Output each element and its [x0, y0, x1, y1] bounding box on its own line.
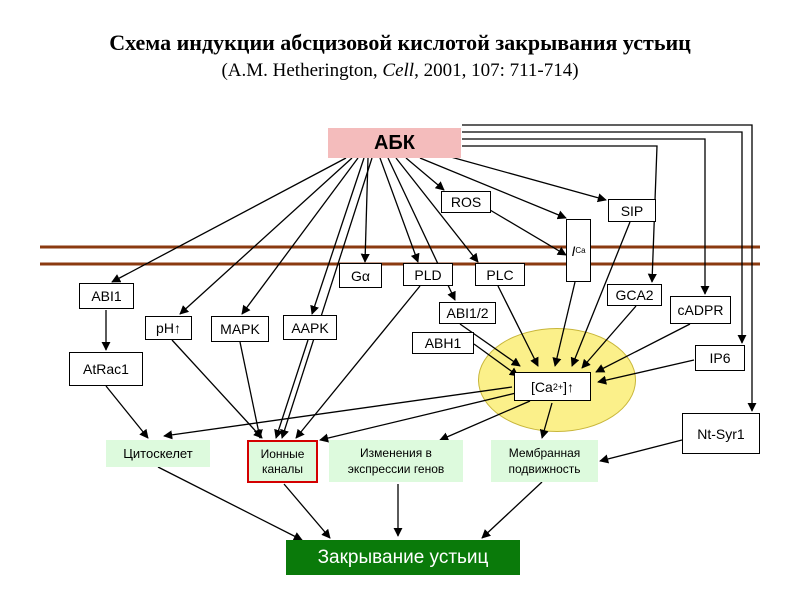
arrow-ionchannels-final [283, 483, 331, 539]
node-abh1: ABH1 [412, 332, 474, 354]
arrow-membrane-final [481, 481, 543, 539]
arrow-abk-ica [419, 157, 567, 220]
node-abk: АБК [328, 128, 461, 158]
node-calcium-open: [Ca [531, 378, 553, 395]
output-cytoskeleton: Цитоскелет [106, 440, 210, 467]
citation: (A.M. Hetherington, Cell, 2001, 107: 711… [0, 60, 800, 82]
node-ntsyr1: Nt-Syr1 [682, 413, 760, 454]
arrow-abk-gca2 [462, 145, 658, 283]
arrow-abi12-ca [459, 323, 521, 367]
arrow-ica-ca [552, 281, 576, 367]
node-calcium-close: ] [563, 378, 567, 395]
arrow-ca-cytoskeleton [163, 386, 513, 440]
node-aapk: AAPK [283, 315, 337, 340]
arrow-abk-ionchannels [280, 157, 373, 439]
up-arrow-icon: ↑ [566, 378, 574, 395]
node-ica-sub: Ca [575, 246, 586, 255]
arrow-gca2-ca [581, 305, 637, 369]
arrow-ca-membrane [539, 402, 553, 439]
output-ion-channels: Ионные каналы [247, 440, 318, 483]
arrow-pld-ionchannels [295, 285, 421, 439]
node-cadpr: cADPR [670, 296, 731, 324]
node-atrac1: AtRac1 [69, 352, 143, 386]
output-membrane-mobility: Мембранная подвижность [491, 440, 598, 482]
arrow-abk-ros [405, 157, 445, 191]
arrow-cadpr-ca [595, 323, 691, 373]
arrow-ros-ica [489, 209, 567, 256]
arrow-ip6-ca [597, 359, 695, 385]
up-arrow-icon: ↑ [173, 320, 181, 336]
arrow-plc-ca [497, 285, 539, 367]
final-stomata-closure: Закрывание устьиц [286, 540, 520, 575]
arrow-cytoskeleton-final [157, 466, 303, 541]
arrow-ntsyr1-membrane [599, 439, 683, 464]
arrow-abk-cadpr [462, 138, 710, 295]
arrow-sip-ca [570, 221, 631, 367]
arrow-abk-abi1 [111, 157, 347, 283]
node-ip6: IP6 [695, 345, 745, 371]
node-abi12: ABI1/2 [439, 302, 496, 324]
node-pld: PLD [403, 263, 453, 286]
node-mapk: MAPK [211, 316, 269, 342]
arrow-abk-sip [439, 153, 607, 203]
node-sip: SIP [608, 199, 656, 222]
arrow-abk-aapk [310, 157, 365, 315]
arrow-abk-mapk [241, 157, 359, 315]
node-abi1: ABI1 [79, 283, 134, 309]
arrow-abk-pld [379, 157, 420, 263]
node-galpha: Gα [339, 263, 382, 288]
citation-ref: , 2001, 107: 711-714) [414, 60, 579, 81]
node-ph: pH↑ [145, 316, 192, 340]
arrow-abk-ntsyr1 [462, 124, 757, 412]
output-gene-expression: Изменения в экспрессии генов [329, 440, 463, 482]
arrow-ca-gene [439, 400, 531, 441]
arrow-aapk-ionchannels [274, 339, 309, 439]
arrow-abk-plc [395, 157, 479, 263]
page-title: Схема индукции абсцизовой кислотой закры… [109, 30, 691, 55]
citation-journal: Cell [382, 60, 415, 81]
arrow-ca-ionchannels [319, 392, 517, 443]
arrow-ph-ionchannels [171, 339, 263, 439]
arrow-mapk-ionchannels [239, 341, 263, 439]
node-ica-letter: I [571, 242, 576, 259]
arrow-abk-ph [179, 157, 353, 315]
node-ph-label: pH [156, 320, 174, 336]
node-ros: ROS [441, 191, 491, 213]
arrow-atrac1-cytoskeleton [105, 385, 149, 439]
arrow-abk-ip6 [462, 131, 747, 344]
node-gca2: GCA2 [607, 284, 662, 306]
node-calcium-charge: 2+ [552, 381, 564, 392]
citation-author: (A.M. Hetherington, [221, 60, 378, 81]
arrow-abk-galpha [360, 157, 370, 263]
node-plc: PLC [475, 263, 525, 286]
arrow-abh1-ca [473, 343, 519, 377]
